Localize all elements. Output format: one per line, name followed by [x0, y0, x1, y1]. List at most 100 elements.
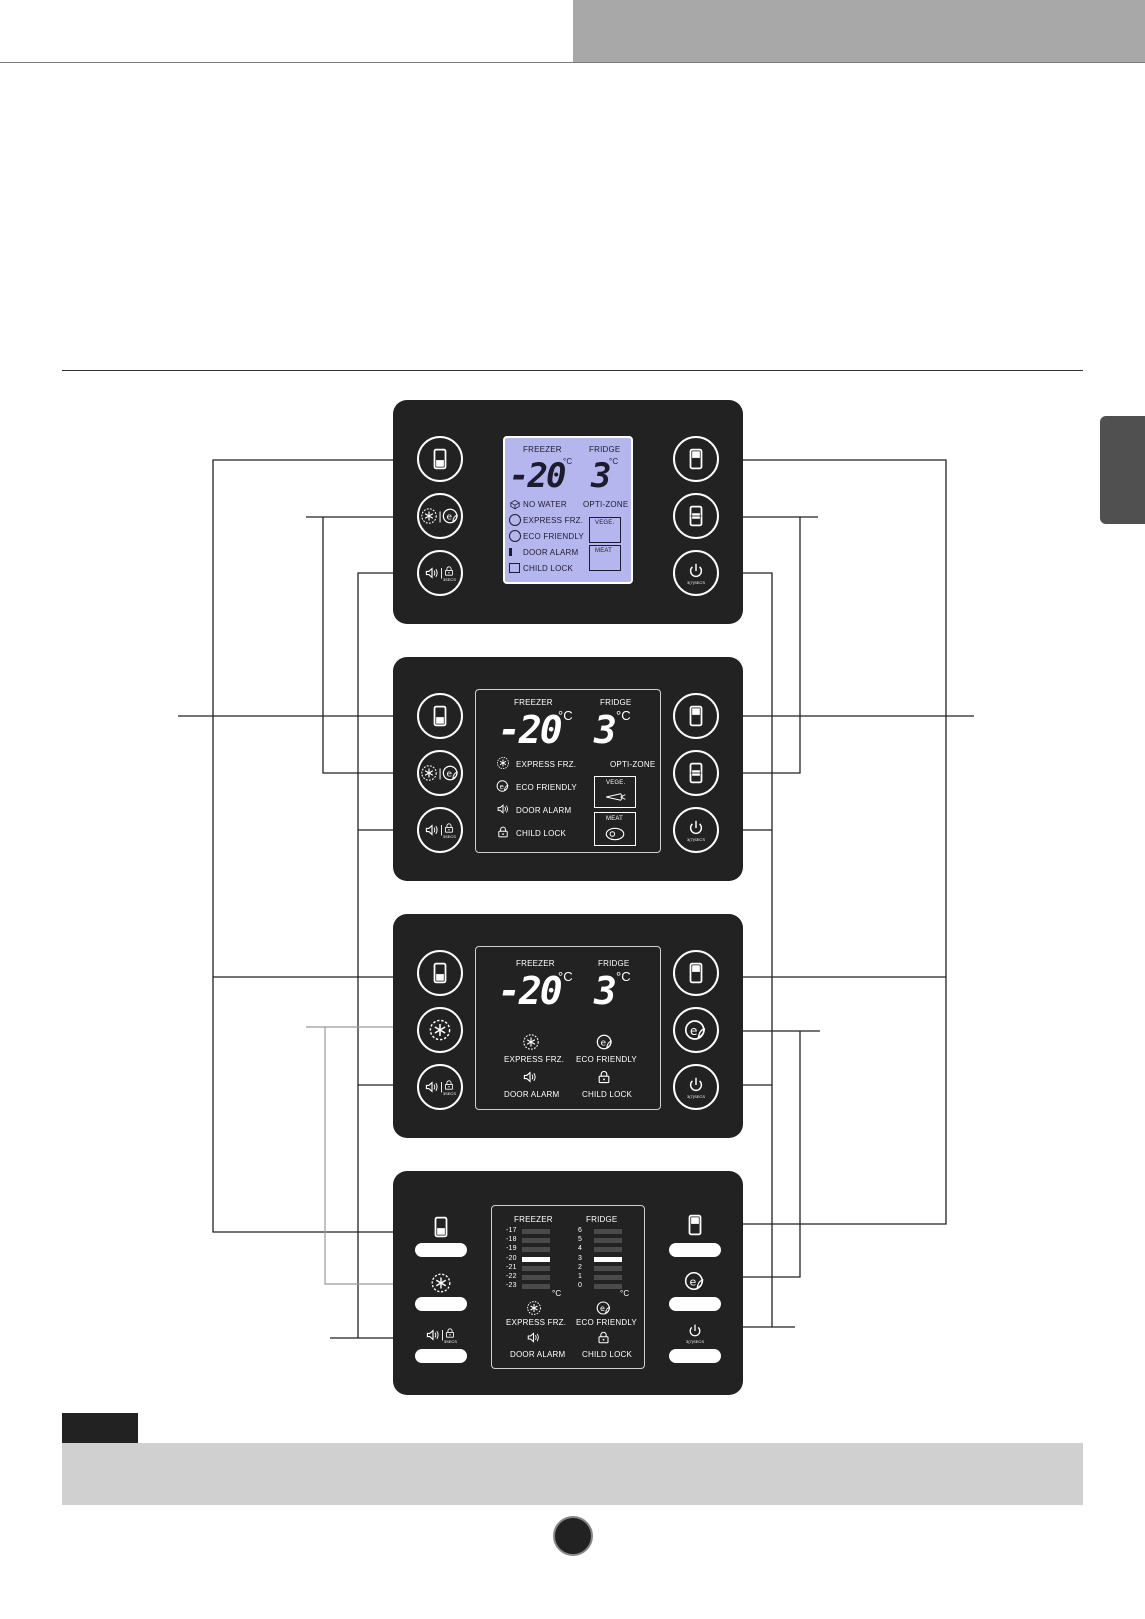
- express-freeze-button[interactable]: [417, 1007, 463, 1053]
- freezer-icon: [429, 962, 451, 984]
- speaker-icon: [522, 1069, 538, 1085]
- power-button[interactable]: 3(7)SECS: [673, 807, 719, 853]
- status-door-alarm: DOOR ALARM: [504, 1090, 560, 1099]
- alarm-lock-button[interactable]: |3SECS: [417, 1064, 463, 1110]
- freezer-button[interactable]: [415, 1243, 467, 1257]
- display-screen: FREEZER FRIDGE -20 °C 3 °C EXPRESS FRZ. …: [475, 946, 661, 1110]
- fridge-degree: °C: [609, 457, 619, 466]
- opti-zone-label: OPTI-ZONE: [610, 760, 656, 769]
- header-rule: [0, 62, 1145, 63]
- status-child-lock: CHILD LOCK: [516, 829, 567, 838]
- fridge-temperature: 3: [594, 969, 617, 1013]
- fridge-button[interactable]: [673, 436, 719, 482]
- power-seconds: 3(7)SECS: [686, 1093, 705, 1099]
- power-button[interactable]: 3(7)SECS: [673, 550, 719, 596]
- freezer-scale-bar: [522, 1256, 550, 1262]
- freezer-scale-label: -20: [506, 1254, 517, 1262]
- freezer-button[interactable]: [417, 950, 463, 996]
- lock-seconds: 3SECS: [442, 576, 456, 582]
- power-icon: [687, 1076, 705, 1094]
- fridge-button[interactable]: [673, 693, 719, 739]
- eco-button[interactable]: [673, 1007, 719, 1053]
- status-express-frz: EXPRESS FRZ.: [506, 1318, 567, 1327]
- eco-icon: [669, 1267, 721, 1295]
- display-screen: FREEZER FRIDGE -20 °C 3 °C NO WATER OPTI…: [503, 436, 633, 584]
- control-panel-2: | |3SECS 3(7)SECS FREEZER FRIDGE -20 °C …: [393, 657, 743, 881]
- speaker-icon: [526, 1330, 541, 1345]
- header-band: [573, 0, 1145, 62]
- status-eco-friendly: ECO FRIENDLY: [523, 532, 584, 541]
- express-eco-button[interactable]: |: [417, 750, 463, 796]
- eco-icon: [442, 507, 460, 525]
- status-express-frz: EXPRESS FRZ.: [504, 1055, 565, 1064]
- fridge-degree: °C: [620, 1289, 630, 1298]
- eco-icon: [596, 1033, 614, 1051]
- lock-icon: [496, 825, 510, 839]
- fridge-scale-bar: [594, 1284, 622, 1290]
- snowflake-icon: [509, 514, 521, 526]
- opti-zone-label: OPTI-ZONE: [583, 500, 629, 509]
- opti-zone-button[interactable]: [673, 750, 719, 796]
- alarm-lock-button[interactable]: |3SECS: [417, 807, 463, 853]
- lock-seconds: 3SECS: [442, 833, 456, 839]
- vege-label: VEGE.: [595, 520, 615, 526]
- freezer-scale-bar: [522, 1275, 550, 1280]
- freezer-button[interactable]: [417, 693, 463, 739]
- fridge-temperature: 3: [594, 708, 617, 752]
- lock-icon: [444, 1327, 456, 1339]
- fridge-label: FRIDGE: [600, 698, 632, 707]
- lock-icon: [596, 1069, 612, 1085]
- fridge-scale-bar: [594, 1265, 622, 1271]
- freezer-degree: °C: [558, 969, 573, 984]
- freezer-button[interactable]: [417, 436, 463, 482]
- fridge-scale-label: 6: [578, 1227, 583, 1234]
- freezer-scale-label: -22: [506, 1273, 517, 1280]
- power-button[interactable]: 3(7)SECS: [673, 1064, 719, 1110]
- lock-icon: [443, 822, 455, 834]
- opti-zone-button[interactable]: [673, 493, 719, 539]
- status-child-lock: CHILD LOCK: [582, 1090, 633, 1099]
- fridge-label: FRIDGE: [586, 1215, 618, 1224]
- freezer-scale-label: -17: [506, 1227, 517, 1234]
- eco-button[interactable]: [669, 1297, 721, 1311]
- express-freeze-button[interactable]: [415, 1297, 467, 1311]
- alarm-lock-button[interactable]: [415, 1349, 467, 1363]
- power-button[interactable]: [669, 1349, 721, 1363]
- fridge-label: FRIDGE: [598, 959, 630, 968]
- vege-box: VEGE.: [589, 517, 621, 543]
- control-panel-4: |3SECS 3(7)SECS FREEZER FRIDGE -17-18-19…: [393, 1171, 743, 1395]
- snowflake-icon: [496, 756, 510, 770]
- alarm-lock-button[interactable]: |3SECS: [417, 550, 463, 596]
- speaker-icon: [424, 822, 440, 838]
- lock-icon: [596, 1330, 611, 1345]
- freezer-temperature: -20: [498, 708, 563, 752]
- express-eco-button[interactable]: |: [417, 493, 463, 539]
- steak-icon: [604, 827, 626, 841]
- display-screen: FREEZER FRIDGE -20 °C 3 °C OPTI-ZONE EXP…: [475, 689, 661, 853]
- no-water-icon: [509, 498, 521, 510]
- note-box: [62, 1443, 1083, 1505]
- eco-icon: [509, 530, 521, 542]
- fridge-icon: [685, 448, 707, 470]
- fridge-button[interactable]: [673, 950, 719, 996]
- freezer-scale-bar: [522, 1238, 550, 1244]
- fridge-scale-label: 4: [578, 1245, 583, 1253]
- fridge-scale-label: 3: [578, 1254, 583, 1262]
- power-seconds: 3(7)SECS: [686, 836, 705, 842]
- snowflake-icon: [526, 1300, 542, 1316]
- status-eco-friendly: ECO FRIENDLY: [516, 783, 577, 792]
- fridge-button[interactable]: [669, 1243, 721, 1257]
- status-express-frz: EXPRESS FRZ.: [516, 760, 577, 769]
- meat-box: MEAT: [594, 812, 636, 846]
- fridge-scale-label: 5: [578, 1236, 583, 1244]
- freezer-scale-label: -23: [506, 1282, 517, 1290]
- speaker-icon: [424, 1079, 440, 1095]
- vege-box: VEGE.: [594, 776, 636, 808]
- speaker-icon: [424, 565, 440, 581]
- lock-icon: [443, 1079, 455, 1091]
- status-express-frz: EXPRESS FRZ.: [523, 516, 584, 525]
- speaker-icon: [496, 802, 510, 816]
- fridge-scale-bar: [594, 1238, 622, 1244]
- power-icon: [687, 819, 705, 837]
